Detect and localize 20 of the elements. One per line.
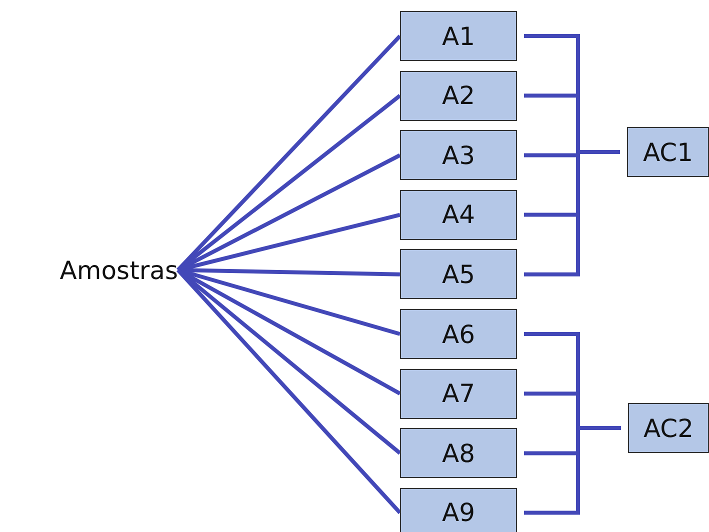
connector-line bbox=[177, 153, 401, 272]
sample-box: A4 bbox=[400, 190, 517, 240]
connector-line bbox=[178, 212, 400, 272]
sample-box: A7 bbox=[400, 368, 517, 419]
sample-box: A9 bbox=[400, 488, 517, 532]
sample-box: A5 bbox=[400, 249, 517, 300]
connector-line bbox=[177, 268, 401, 396]
sample-box: A8 bbox=[400, 428, 517, 478]
sample-box: AC1 bbox=[627, 127, 709, 177]
connector-line bbox=[176, 34, 402, 272]
connector-line bbox=[176, 268, 402, 455]
node-label: Amostras bbox=[60, 258, 178, 282]
sample-box: A3 bbox=[400, 130, 517, 180]
sample-box: AC2 bbox=[628, 403, 709, 453]
sample-box: A1 bbox=[400, 11, 517, 61]
connector-line bbox=[176, 94, 402, 272]
sample-box: A6 bbox=[400, 309, 517, 359]
connector-line bbox=[176, 268, 402, 514]
connector-line bbox=[177, 268, 401, 336]
sample-box: A2 bbox=[400, 70, 517, 121]
